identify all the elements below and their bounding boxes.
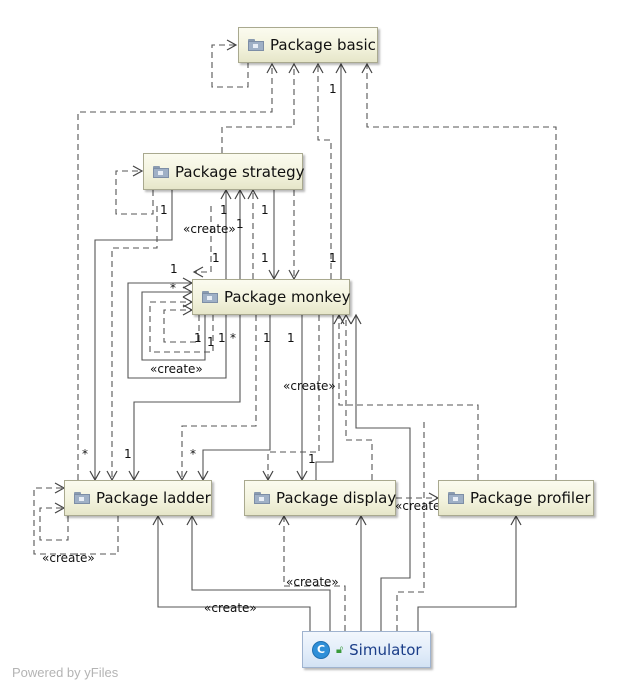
class-icon: C [312,640,330,659]
label-1-strategy-ladder: 1 [160,203,168,217]
label-1-monkey-strategy-b: 1 [236,217,244,231]
edge-strategy-basic [221,62,300,153]
label-1-monkey-self: 1 [170,262,178,276]
label-1-strategy-monkey-b: 1 [261,251,269,265]
label-create-display-profiler: «create» [395,499,448,513]
edge-monkey-ladder-1 [128,299,245,482]
edge-strategy-monkey-3 [192,206,212,278]
node-package-strategy[interactable]: Package strategy [143,153,305,190]
edge-basic-self [211,39,249,88]
node-label: Package display [276,489,397,507]
label-create-ladder-self: «create» [42,551,95,565]
edge-simulator-ladder-2 [186,514,331,631]
edge-simulator-profiler [417,514,522,631]
lock-open-icon: 🔓︎ [336,642,344,656]
label-1-monkey-ladder-b: 1 [287,331,295,345]
label-create-strategy: «create» [183,222,236,236]
edge-display-monkey [311,315,334,496]
package-folder-icon [153,165,169,178]
edge-simulator-display-1 [278,514,346,631]
node-label: Package monkey [224,288,351,306]
label-1-monkey-loop-b: 1 [207,335,215,349]
edge-strategy-ladder-dashed [106,206,158,482]
edge-simulator-monkey-1 [350,313,411,631]
edge-strategy-ladder [89,174,177,482]
label-create-monkey-display: «create» [283,379,336,393]
label-1-monkey-strategy-c: 1 [212,251,220,265]
node-package-display[interactable]: Package display [244,480,396,516]
package-folder-icon [74,492,90,504]
label-create-monkey-self: «create» [150,362,203,376]
edge-ladder-basic [77,62,278,480]
edge-profiler-monkey [333,313,479,480]
node-label: Package profiler [470,489,591,507]
edge-monkey-ladder-2 [197,315,271,482]
node-package-ladder[interactable]: Package ladder [64,480,212,516]
package-folder-icon [448,492,464,504]
edge-simulator-ladder-1 [152,514,311,631]
label-star-monkey-loop: * [230,331,236,345]
node-package-basic[interactable]: Package basic [238,27,378,63]
label-1-strategy-monkey-a: 1 [261,203,269,217]
node-label: Package strategy [175,162,305,181]
label-1-basic-monkey: 1 [329,82,337,96]
edge-ladder-self-2 [39,502,69,541]
node-label: Simulator [349,640,422,659]
label-star-monkey-self: * [170,281,176,295]
edge-ladder-self [33,482,119,555]
edge-display-monkey-dashed [340,313,373,480]
package-folder-icon [248,39,264,51]
label-star-ladder-monkey: * [190,447,196,461]
edge-monkey-display-dashed [262,315,320,482]
label-1-monkey-ladder-a: 1 [263,331,271,345]
label-create-simulator-display: «create» [286,575,339,589]
label-1-display-monkey: 1 [308,452,316,466]
node-class-simulator[interactable]: C 🔓︎ Simulator [302,631,431,668]
watermark: Powered by yFiles [12,665,119,680]
label-star-ladder-basic: * [82,447,88,461]
label-create-simulator-ladder: «create» [204,601,257,615]
node-label: Package basic [270,36,376,54]
label-1-monkey-basic: 1 [329,251,337,265]
edge-monkey-ladder-3 [176,315,257,482]
node-package-profiler[interactable]: Package profiler [438,480,594,516]
label-1-ladder-strategy: 1 [124,447,132,461]
label-1-monkey-strategy-a: 1 [220,203,228,217]
package-folder-icon [254,492,270,504]
node-package-monkey[interactable]: Package monkey [192,279,351,315]
label-1-monkey-loop-c: 1 [218,331,226,345]
label-1-monkey-loop-a: 1 [194,331,202,345]
package-folder-icon [202,291,218,303]
edge-profiler-basic [361,62,557,480]
node-label: Package ladder [96,489,211,507]
edge-simulator-monkey-2 [396,418,425,631]
edge-monkey-basic [312,62,332,279]
